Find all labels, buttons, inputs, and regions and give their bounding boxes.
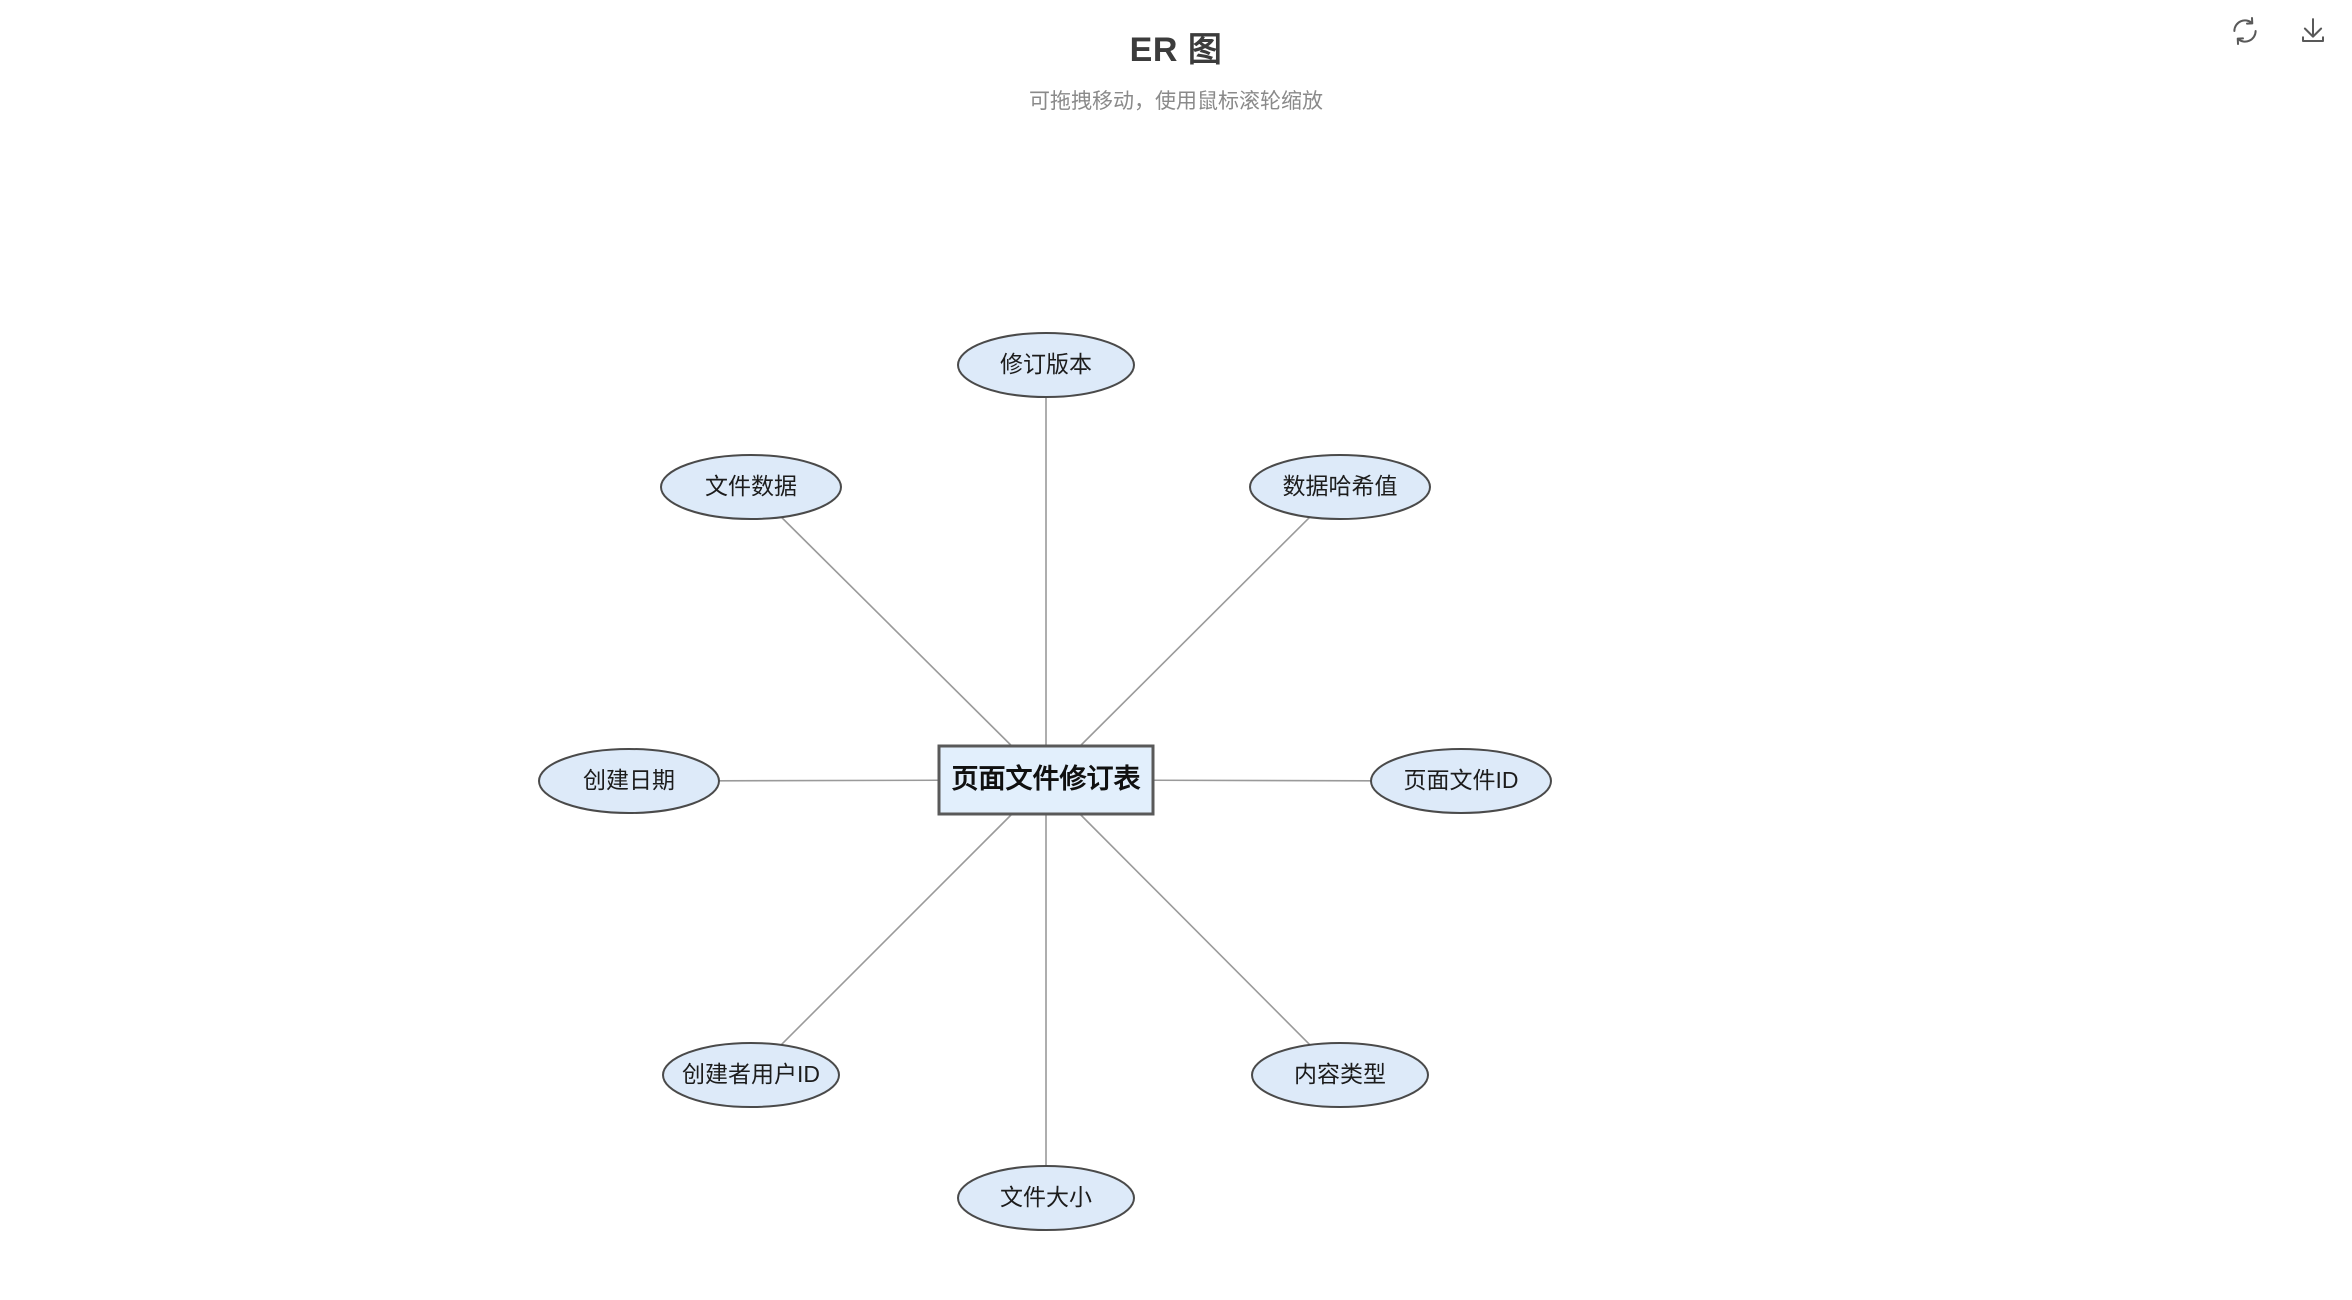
node-attr-file-data[interactable]: 文件数据 bbox=[660, 454, 842, 520]
node-attr-file-size[interactable]: 文件大小 bbox=[957, 1165, 1135, 1231]
edge-attr-data-hash bbox=[1079, 516, 1311, 747]
attr-create-date-shape[interactable] bbox=[538, 748, 720, 814]
download-button[interactable] bbox=[2296, 14, 2330, 48]
edge-attr-create-date bbox=[718, 779, 940, 782]
attr-data-hash-shape[interactable] bbox=[1249, 454, 1431, 520]
entity-main-shape[interactable] bbox=[937, 744, 1155, 816]
node-attr-content-type[interactable]: 内容类型 bbox=[1251, 1042, 1429, 1108]
refresh-icon bbox=[2230, 16, 2260, 46]
download-icon bbox=[2298, 16, 2328, 46]
attr-file-data-shape[interactable] bbox=[660, 454, 842, 520]
attr-creator-user-id-shape[interactable] bbox=[662, 1042, 840, 1108]
page-title: ER 图 bbox=[1129, 31, 1223, 69]
edge-attr-creator-user-id bbox=[780, 813, 1013, 1046]
node-attr-revision-version[interactable]: 修订版本 bbox=[957, 332, 1135, 398]
attr-content-type-shape[interactable] bbox=[1251, 1042, 1429, 1108]
edge-attr-page-file-id bbox=[1152, 779, 1372, 782]
attr-file-size-shape[interactable] bbox=[957, 1165, 1135, 1231]
node-attr-page-file-id[interactable]: 页面文件ID bbox=[1370, 748, 1552, 814]
node-attr-data-hash[interactable]: 数据哈希值 bbox=[1249, 454, 1431, 520]
edge-attr-content-type bbox=[1079, 813, 1311, 1046]
attr-page-file-id-shape[interactable] bbox=[1370, 748, 1552, 814]
page-header: ER 图 可拖拽移动，使用鼠标滚轮缩放 bbox=[0, 0, 2352, 114]
toolbar bbox=[2228, 14, 2330, 48]
edges-layer bbox=[718, 397, 1372, 1166]
node-attr-creator-user-id[interactable]: 创建者用户ID bbox=[662, 1042, 840, 1108]
edge-attr-file-data bbox=[780, 516, 1013, 747]
node-attr-create-date[interactable]: 创建日期 bbox=[538, 748, 720, 814]
reset-view-button[interactable] bbox=[2228, 14, 2262, 48]
attr-revision-version-shape[interactable] bbox=[957, 332, 1135, 398]
page-subtitle: 可拖拽移动，使用鼠标滚轮缩放 bbox=[1029, 89, 1323, 113]
node-entity-main[interactable]: 页面文件修订表 bbox=[937, 744, 1155, 816]
